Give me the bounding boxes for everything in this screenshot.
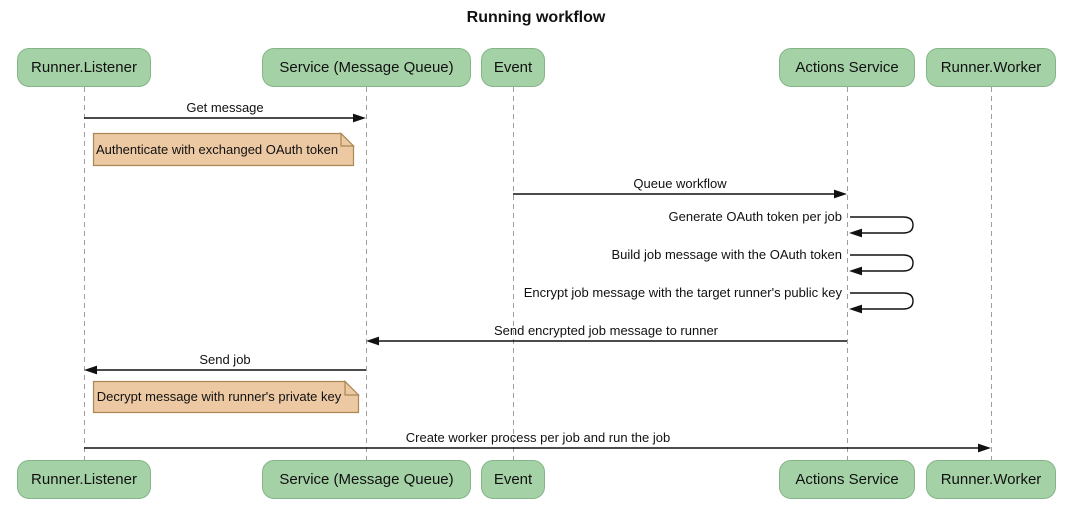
participant-runner-worker-top: Runner.Worker bbox=[926, 48, 1056, 87]
arrowhead-build-job-message bbox=[849, 266, 862, 276]
arrowhead-encrypt-job-message bbox=[849, 304, 862, 314]
participant-runner-worker-bottom: Runner.Worker bbox=[926, 460, 1056, 499]
selfloop-encrypt-job-message bbox=[850, 292, 914, 310]
arrowhead-send-job bbox=[84, 365, 97, 375]
participant-label: Runner.Worker bbox=[940, 59, 1042, 76]
participant-label: Service (Message Queue) bbox=[279, 59, 454, 76]
participant-actions-service-top: Actions Service bbox=[779, 48, 915, 87]
note-authenticate-shape bbox=[92, 132, 355, 167]
message-create-worker: Create worker process per job and run th… bbox=[405, 430, 671, 445]
message-send-job: Send job bbox=[199, 352, 251, 367]
participant-label: Actions Service bbox=[795, 59, 899, 76]
arrowhead-create-worker bbox=[978, 443, 991, 453]
participant-label: Runner.Listener bbox=[31, 471, 137, 488]
participant-service-message-queue-top: Service (Message Queue) bbox=[262, 48, 471, 87]
note-authenticate: Authenticate with exchanged OAuth token bbox=[95, 141, 339, 157]
note-authenticate-fold bbox=[340, 132, 355, 147]
note-decrypt-shape bbox=[92, 380, 360, 414]
message-get-message: Get message bbox=[186, 100, 264, 115]
note-decrypt-fold bbox=[344, 380, 360, 396]
arrowhead-generate-oauth bbox=[849, 228, 862, 238]
diagram-title: Running workflow bbox=[466, 9, 606, 26]
participant-event-top: Event bbox=[481, 48, 545, 87]
participant-label: Service (Message Queue) bbox=[279, 471, 454, 488]
message-queue-workflow: Queue workflow bbox=[633, 176, 727, 191]
participant-runner-listener-top: Runner.Listener bbox=[17, 48, 151, 87]
participant-label: Event bbox=[493, 59, 533, 76]
selfloop-build-job-message bbox=[850, 254, 914, 272]
message-encrypt-job-message: Encrypt job message with the target runn… bbox=[523, 285, 842, 300]
participant-label: Runner.Listener bbox=[31, 59, 137, 76]
message-arrows bbox=[84, 113, 991, 453]
message-generate-oauth: Generate OAuth token per job bbox=[668, 209, 842, 224]
message-build-job-message: Build job message with the OAuth token bbox=[611, 247, 842, 262]
participant-actions-service-bottom: Actions Service bbox=[779, 460, 915, 499]
message-send-encrypted-job: Send encrypted job message to runner bbox=[493, 323, 719, 338]
participant-label: Actions Service bbox=[795, 471, 899, 488]
note-decrypt: Decrypt message with runner's private ke… bbox=[96, 389, 342, 404]
arrowhead-send-encrypted-job bbox=[366, 336, 379, 346]
participant-runner-listener-bottom: Runner.Listener bbox=[17, 460, 151, 499]
participant-label: Event bbox=[493, 471, 533, 488]
selfloop-generate-oauth bbox=[850, 216, 914, 234]
arrowhead-get-message bbox=[353, 113, 366, 123]
arrowhead-queue-workflow bbox=[834, 189, 847, 199]
participant-service-message-queue-bottom: Service (Message Queue) bbox=[262, 460, 471, 499]
note-shapes bbox=[92, 132, 360, 414]
participant-label: Runner.Worker bbox=[940, 471, 1042, 488]
participant-event-bottom: Event bbox=[481, 460, 545, 499]
